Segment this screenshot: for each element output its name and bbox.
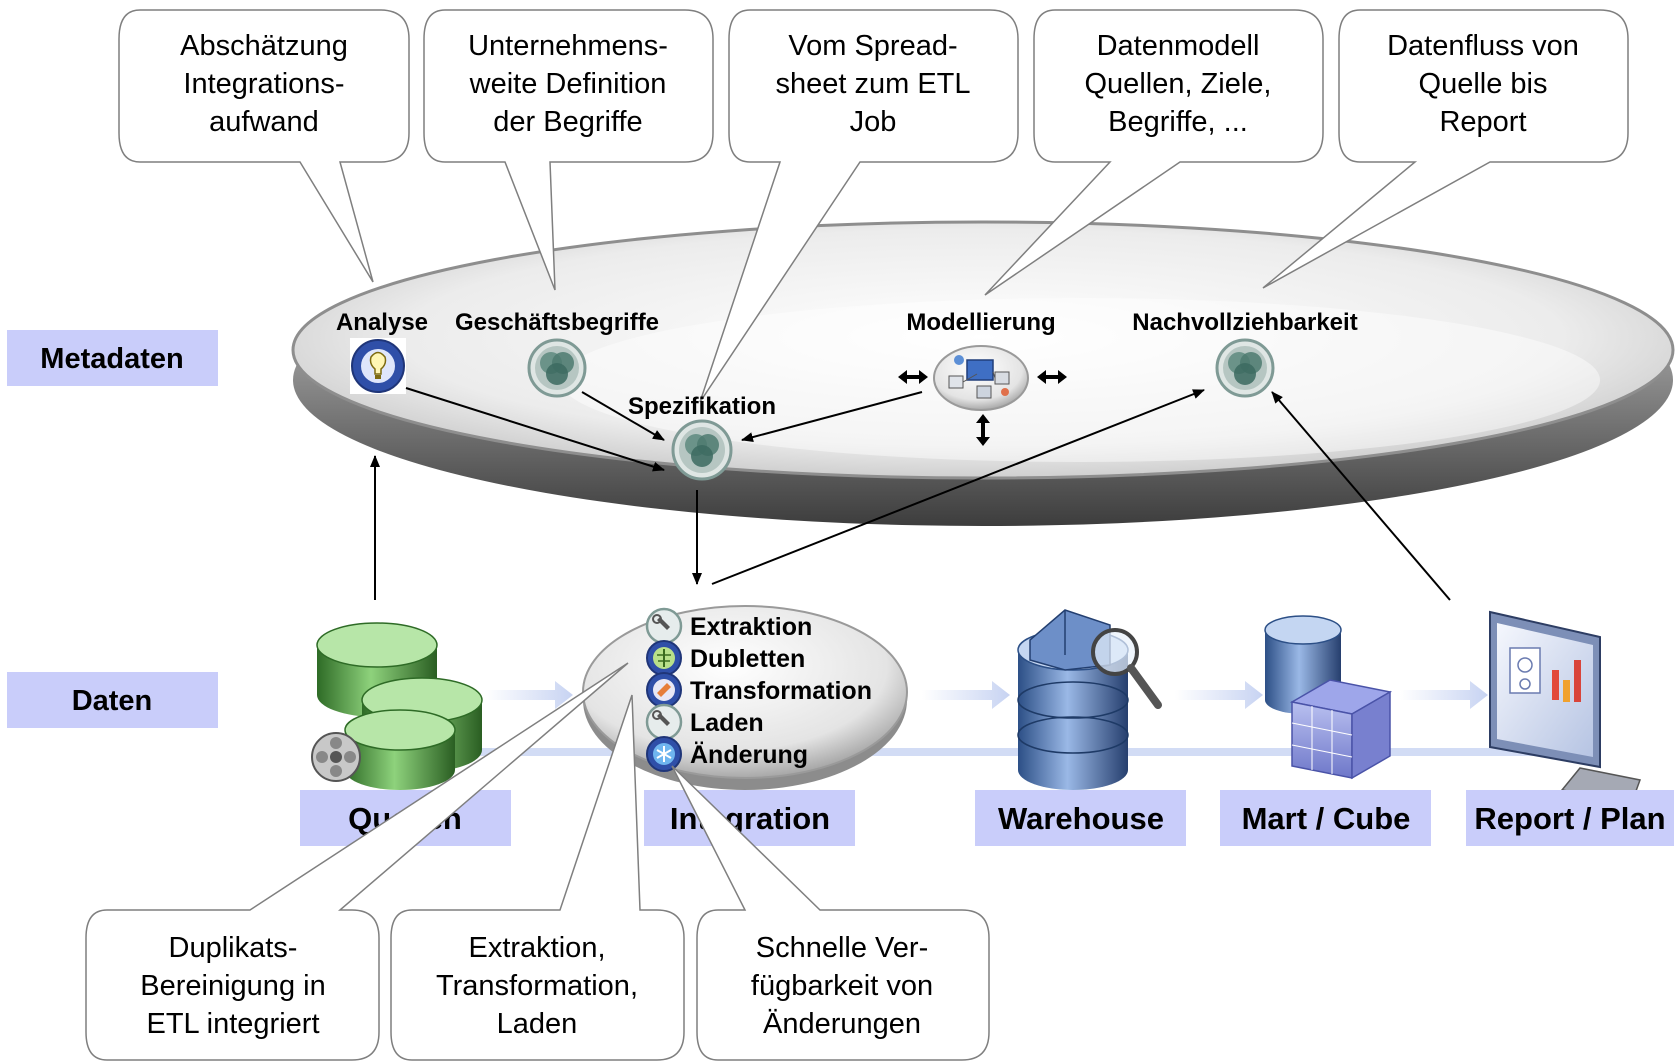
arrow-begriffe-to-spezifikation xyxy=(581,391,665,441)
svg-text:Warehouse: Warehouse xyxy=(998,801,1164,836)
flow-arrows xyxy=(485,681,1488,709)
svg-text:Änderungen: Änderungen xyxy=(763,1008,921,1040)
node-label-modellierung: Modellierung xyxy=(906,309,1055,336)
callout-change-availability: Schnelle Ver- fügbarkeit von Änderungen xyxy=(671,765,990,1061)
step-transformation: Transformation xyxy=(690,677,872,705)
warehouse-database-icon xyxy=(1017,609,1162,790)
callout-spreadsheet-to-etl: Vom Spread- sheet zum ETL Job xyxy=(699,9,1019,403)
stage-report-plan: Report / Plan xyxy=(1466,790,1674,846)
cube-icon xyxy=(1264,615,1393,780)
flow-arrow-quellen-integration xyxy=(485,681,573,709)
svg-text:Unternehmens-: Unternehmens- xyxy=(468,30,668,62)
step-extraktion: Extraktion xyxy=(690,613,812,641)
svg-text:Vom Spread-: Vom Spread- xyxy=(788,30,957,62)
wrench-icon xyxy=(645,607,683,645)
step-dubletten: Dubletten xyxy=(690,645,805,673)
stage-integration: Integration xyxy=(644,790,855,846)
double-arrow-left xyxy=(898,370,928,384)
tree-icon xyxy=(646,640,682,676)
wrench-icon xyxy=(645,703,683,741)
svg-text:ETL integriert: ETL integriert xyxy=(147,1008,320,1040)
svg-text:Job: Job xyxy=(850,106,897,138)
svg-text:sheet zum ETL: sheet zum ETL xyxy=(775,68,970,100)
callout-data-lineage: Datenfluss von Quelle bis Report xyxy=(1262,9,1629,289)
flow-arrow-mart-report xyxy=(1400,681,1488,709)
venn-diagram-icon xyxy=(1215,338,1275,398)
step-laden: Laden xyxy=(690,709,764,737)
connection-arrows xyxy=(370,387,1451,601)
svg-text:Quellen, Ziele,: Quellen, Ziele, xyxy=(1085,68,1272,100)
svg-text:Begriffe, ...: Begriffe, ... xyxy=(1108,106,1248,138)
svg-text:Quelle bis: Quelle bis xyxy=(1419,68,1548,100)
svg-text:Laden: Laden xyxy=(497,1008,578,1040)
double-arrow-right xyxy=(1037,370,1067,384)
svg-text:fügbarkeit von: fügbarkeit von xyxy=(751,970,933,1002)
metadata-platter xyxy=(291,220,1675,526)
svg-text:der Begriffe: der Begriffe xyxy=(493,106,642,138)
stage-warehouse: Warehouse xyxy=(975,790,1186,846)
venn-diagram-icon xyxy=(671,419,733,481)
callout-etl: Extraktion, Transformation, Laden xyxy=(390,694,685,1061)
arrow-analyse-to-spezifikation xyxy=(405,387,665,472)
venn-diagram-icon xyxy=(527,338,587,398)
svg-text:Extraktion,: Extraktion, xyxy=(469,932,606,964)
stage-mart-cube: Mart / Cube xyxy=(1220,790,1431,846)
callout-duplicate-cleansing: Duplikats- Bereinigung in ETL integriert xyxy=(85,662,629,1061)
step-aenderung: Änderung xyxy=(690,741,808,769)
svg-text:aufwand: aufwand xyxy=(209,106,319,138)
node-label-analyse: Analyse xyxy=(336,309,428,336)
monitor-report-icon xyxy=(1489,610,1642,803)
svg-text:weite Definition: weite Definition xyxy=(469,68,667,100)
arrow-report-to-nachvollziehbarkeit xyxy=(1271,391,1451,601)
svg-text:Daten: Daten xyxy=(72,685,153,717)
svg-text:Bereinigung in: Bereinigung in xyxy=(140,970,325,1002)
svg-text:Report / Plan: Report / Plan xyxy=(1474,801,1665,836)
flow-arrow-integration-warehouse xyxy=(922,681,1010,709)
svg-text:Integrations-: Integrations- xyxy=(183,68,344,100)
svg-text:Abschätzung: Abschätzung xyxy=(180,30,348,62)
callout-enterprise-terms: Unternehmens- weite Definition der Begri… xyxy=(423,9,714,291)
lightbulb-icon xyxy=(350,338,406,394)
arrow-integration-to-nachvollziehbarkeit xyxy=(711,389,1205,585)
callout-integration-effort: Abschätzung Integrations- aufwand xyxy=(118,9,410,283)
svg-text:Datenmodell: Datenmodell xyxy=(1097,30,1260,62)
transform-icon xyxy=(646,672,682,708)
snowflake-icon xyxy=(646,736,682,772)
svg-text:Duplikats-: Duplikats- xyxy=(169,932,298,964)
database-icon xyxy=(311,622,483,790)
flow-arrow-warehouse-mart xyxy=(1175,681,1263,709)
node-label-nachvollziehbarkeit: Nachvollziehbarkeit xyxy=(1132,309,1357,336)
svg-text:Datenfluss von: Datenfluss von xyxy=(1387,30,1579,62)
model-diagram-icon xyxy=(933,345,1029,411)
svg-text:Mart / Cube: Mart / Cube xyxy=(1242,801,1411,836)
callout-data-model: Datenmodell Quellen, Ziele, Begriffe, ..… xyxy=(984,9,1324,296)
svg-text:Metadaten: Metadaten xyxy=(40,343,183,375)
svg-text:Schnelle Ver-: Schnelle Ver- xyxy=(756,932,929,964)
double-arrow-down xyxy=(976,414,990,446)
node-label-spezifikation: Spezifikation xyxy=(628,393,776,420)
svg-text:Transformation,: Transformation, xyxy=(436,970,638,1002)
side-label-data: Daten xyxy=(7,672,218,728)
arrow-modellierung-to-spezifikation xyxy=(741,391,923,442)
side-label-metadata: Metadaten xyxy=(7,330,218,386)
svg-text:Report: Report xyxy=(1439,106,1526,138)
node-label-geschaeftsbegriffe: Geschäftsbegriffe xyxy=(455,309,659,336)
